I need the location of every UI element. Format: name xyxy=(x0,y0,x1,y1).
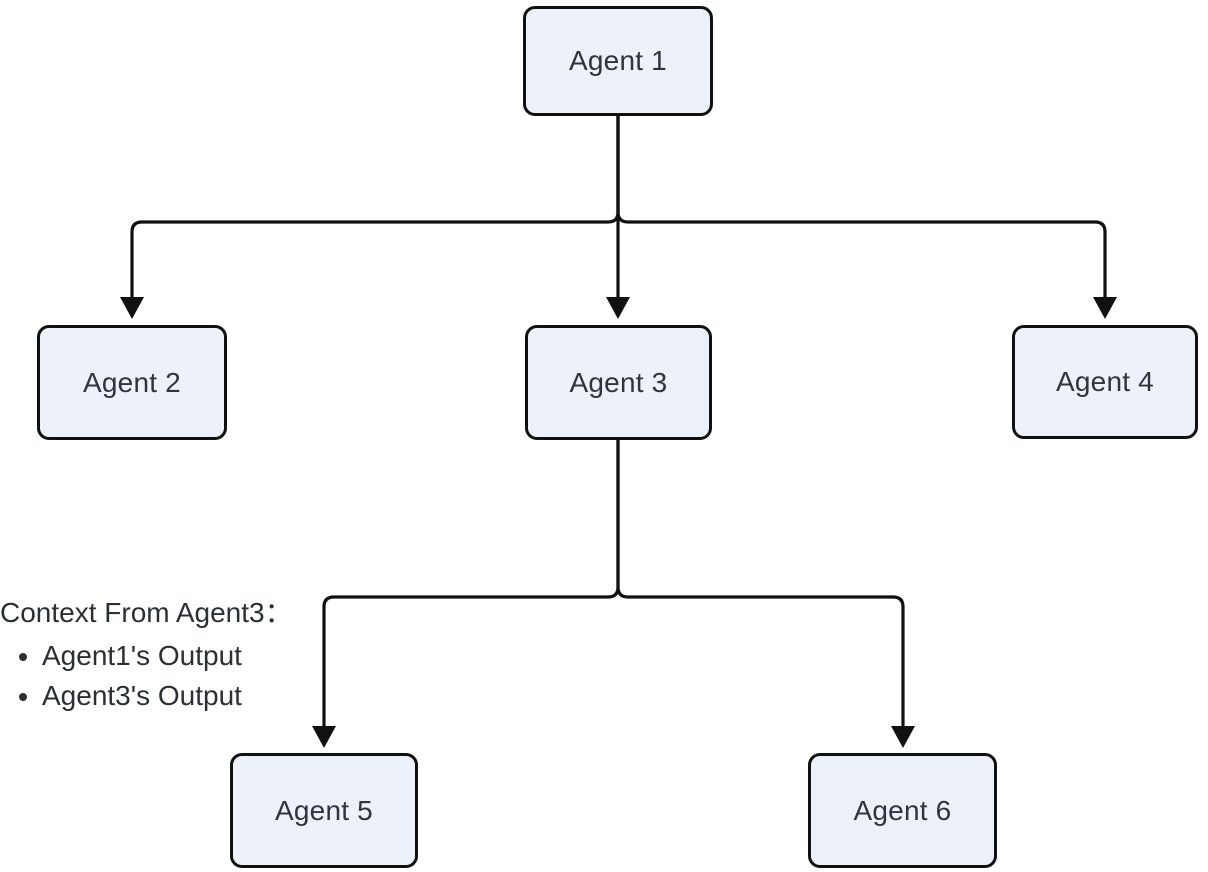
node-agent-3-label: Agent 3 xyxy=(569,366,668,398)
arrowhead-agent4 xyxy=(1093,297,1117,319)
node-agent-4-label: Agent 4 xyxy=(1056,366,1154,397)
connector-agent3-agent5 xyxy=(322,440,620,726)
arrowhead-agent6 xyxy=(891,726,915,748)
node-agent-5-label: Agent 5 xyxy=(275,794,373,826)
connector-agent3-agent6 xyxy=(616,440,905,726)
node-agent-5: Agent 5 xyxy=(230,753,418,868)
node-agent-3: Agent 3 xyxy=(525,325,712,440)
node-agent-2-label: Agent 2 xyxy=(83,366,181,398)
arrowhead-agent2 xyxy=(120,297,144,319)
arrowhead-agent3 xyxy=(606,297,630,319)
context-annotation-bullet: Agent1's Output xyxy=(42,636,320,676)
node-agent-6: Agent 6 xyxy=(808,753,997,868)
node-agent-1-label: Agent 1 xyxy=(569,45,667,76)
context-annotation-heading: Context From Agent3： xyxy=(0,597,293,628)
node-agent-4: Agent 4 xyxy=(1012,325,1198,439)
node-agent-1: Agent 1 xyxy=(523,6,713,116)
connector-agent1-agent2 xyxy=(130,116,620,297)
context-annotation-bullet: Agent3's Output xyxy=(42,676,320,716)
node-agent-6-label: Agent 6 xyxy=(853,794,952,826)
connector-agent1-agent4 xyxy=(616,116,1107,297)
context-annotation: Context From Agent3： Agent1's Output Age… xyxy=(0,594,320,716)
context-annotation-list: Agent1's Output Agent3's Output xyxy=(0,636,320,716)
arrowhead-agent5 xyxy=(312,726,336,748)
node-agent-2: Agent 2 xyxy=(37,325,227,440)
